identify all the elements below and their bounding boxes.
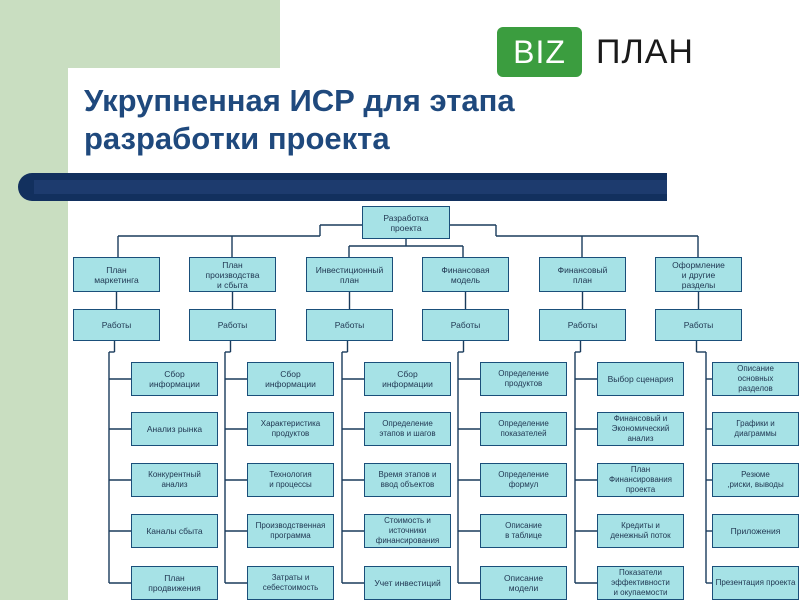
logo-word: ПЛАН bbox=[596, 33, 694, 71]
wbs-task-node: Анализ рынка bbox=[131, 412, 218, 446]
wbs-task-node: Графики и диаграммы bbox=[712, 412, 799, 446]
wbs-task-node: Каналы сбыта bbox=[131, 514, 218, 548]
wbs-task-node: Резюме ,риски, выводы bbox=[712, 463, 799, 497]
wbs-task-node: План Финансирования проекта bbox=[597, 463, 684, 497]
wbs-task-node: Технология и процессы bbox=[247, 463, 334, 497]
wbs-task-node: Определение показателей bbox=[480, 412, 567, 446]
wbs-task-node: Конкурентный анализ bbox=[131, 463, 218, 497]
wbs-works-node: Работы bbox=[189, 309, 276, 341]
wbs-task-node: Описание основных разделов bbox=[712, 362, 799, 396]
wbs-task-node: Определение формул bbox=[480, 463, 567, 497]
wbs-works-node: Работы bbox=[422, 309, 509, 341]
wbs-task-node: Учет инвестиций bbox=[364, 566, 451, 600]
wbs-section-node: Инвестиционный план bbox=[306, 257, 393, 292]
wbs-task-node: Сбор информации bbox=[364, 362, 451, 396]
wbs-task-node: Сбор информации bbox=[131, 362, 218, 396]
wbs-works-node: Работы bbox=[539, 309, 626, 341]
page-title: Укрупненная ИСР для этапа разработки про… bbox=[84, 83, 515, 156]
wbs-root-node: Разработка проекта bbox=[362, 206, 450, 239]
background-panel-left bbox=[0, 0, 68, 600]
wbs-section-node: План маркетинга bbox=[73, 257, 160, 292]
wbs-task-node: Стоимость и источники финансирования bbox=[364, 514, 451, 548]
wbs-task-node: Затраты и себестоимость bbox=[247, 566, 334, 600]
logo-badge: BIZ bbox=[497, 27, 582, 77]
wbs-task-node: План продвижения bbox=[131, 566, 218, 600]
wbs-task-node: Презентация проекта bbox=[712, 566, 799, 600]
wbs-works-node: Работы bbox=[73, 309, 160, 341]
wbs-section-node: Финансовый план bbox=[539, 257, 626, 292]
wbs-works-node: Работы bbox=[655, 309, 742, 341]
wbs-section-node: План производства и сбыта bbox=[189, 257, 276, 292]
wbs-task-node: Приложения bbox=[712, 514, 799, 548]
wbs-task-node: Финансовый и Экономический анализ bbox=[597, 412, 684, 446]
wbs-task-node: Описание в таблице bbox=[480, 514, 567, 548]
wbs-task-node: Определение этапов и шагов bbox=[364, 412, 451, 446]
wbs-task-node: Выбор сценария bbox=[597, 362, 684, 396]
title-underline-bar-inner bbox=[34, 180, 667, 194]
wbs-works-node: Работы bbox=[306, 309, 393, 341]
wbs-task-node: Сбор информации bbox=[247, 362, 334, 396]
background-panel-top bbox=[0, 0, 280, 68]
wbs-task-node: Характеристика продуктов bbox=[247, 412, 334, 446]
wbs-task-node: Определение продуктов bbox=[480, 362, 567, 396]
wbs-task-node: Кредиты и денежный поток bbox=[597, 514, 684, 548]
wbs-task-node: Показатели эффективности и окупаемости bbox=[597, 566, 684, 600]
wbs-task-node: Время этапов и ввод объектов bbox=[364, 463, 451, 497]
wbs-section-node: Оформление и другие разделы bbox=[655, 257, 742, 292]
wbs-task-node: Описание модели bbox=[480, 566, 567, 600]
wbs-section-node: Финансовая модель bbox=[422, 257, 509, 292]
wbs-task-node: Производственная программа bbox=[247, 514, 334, 548]
